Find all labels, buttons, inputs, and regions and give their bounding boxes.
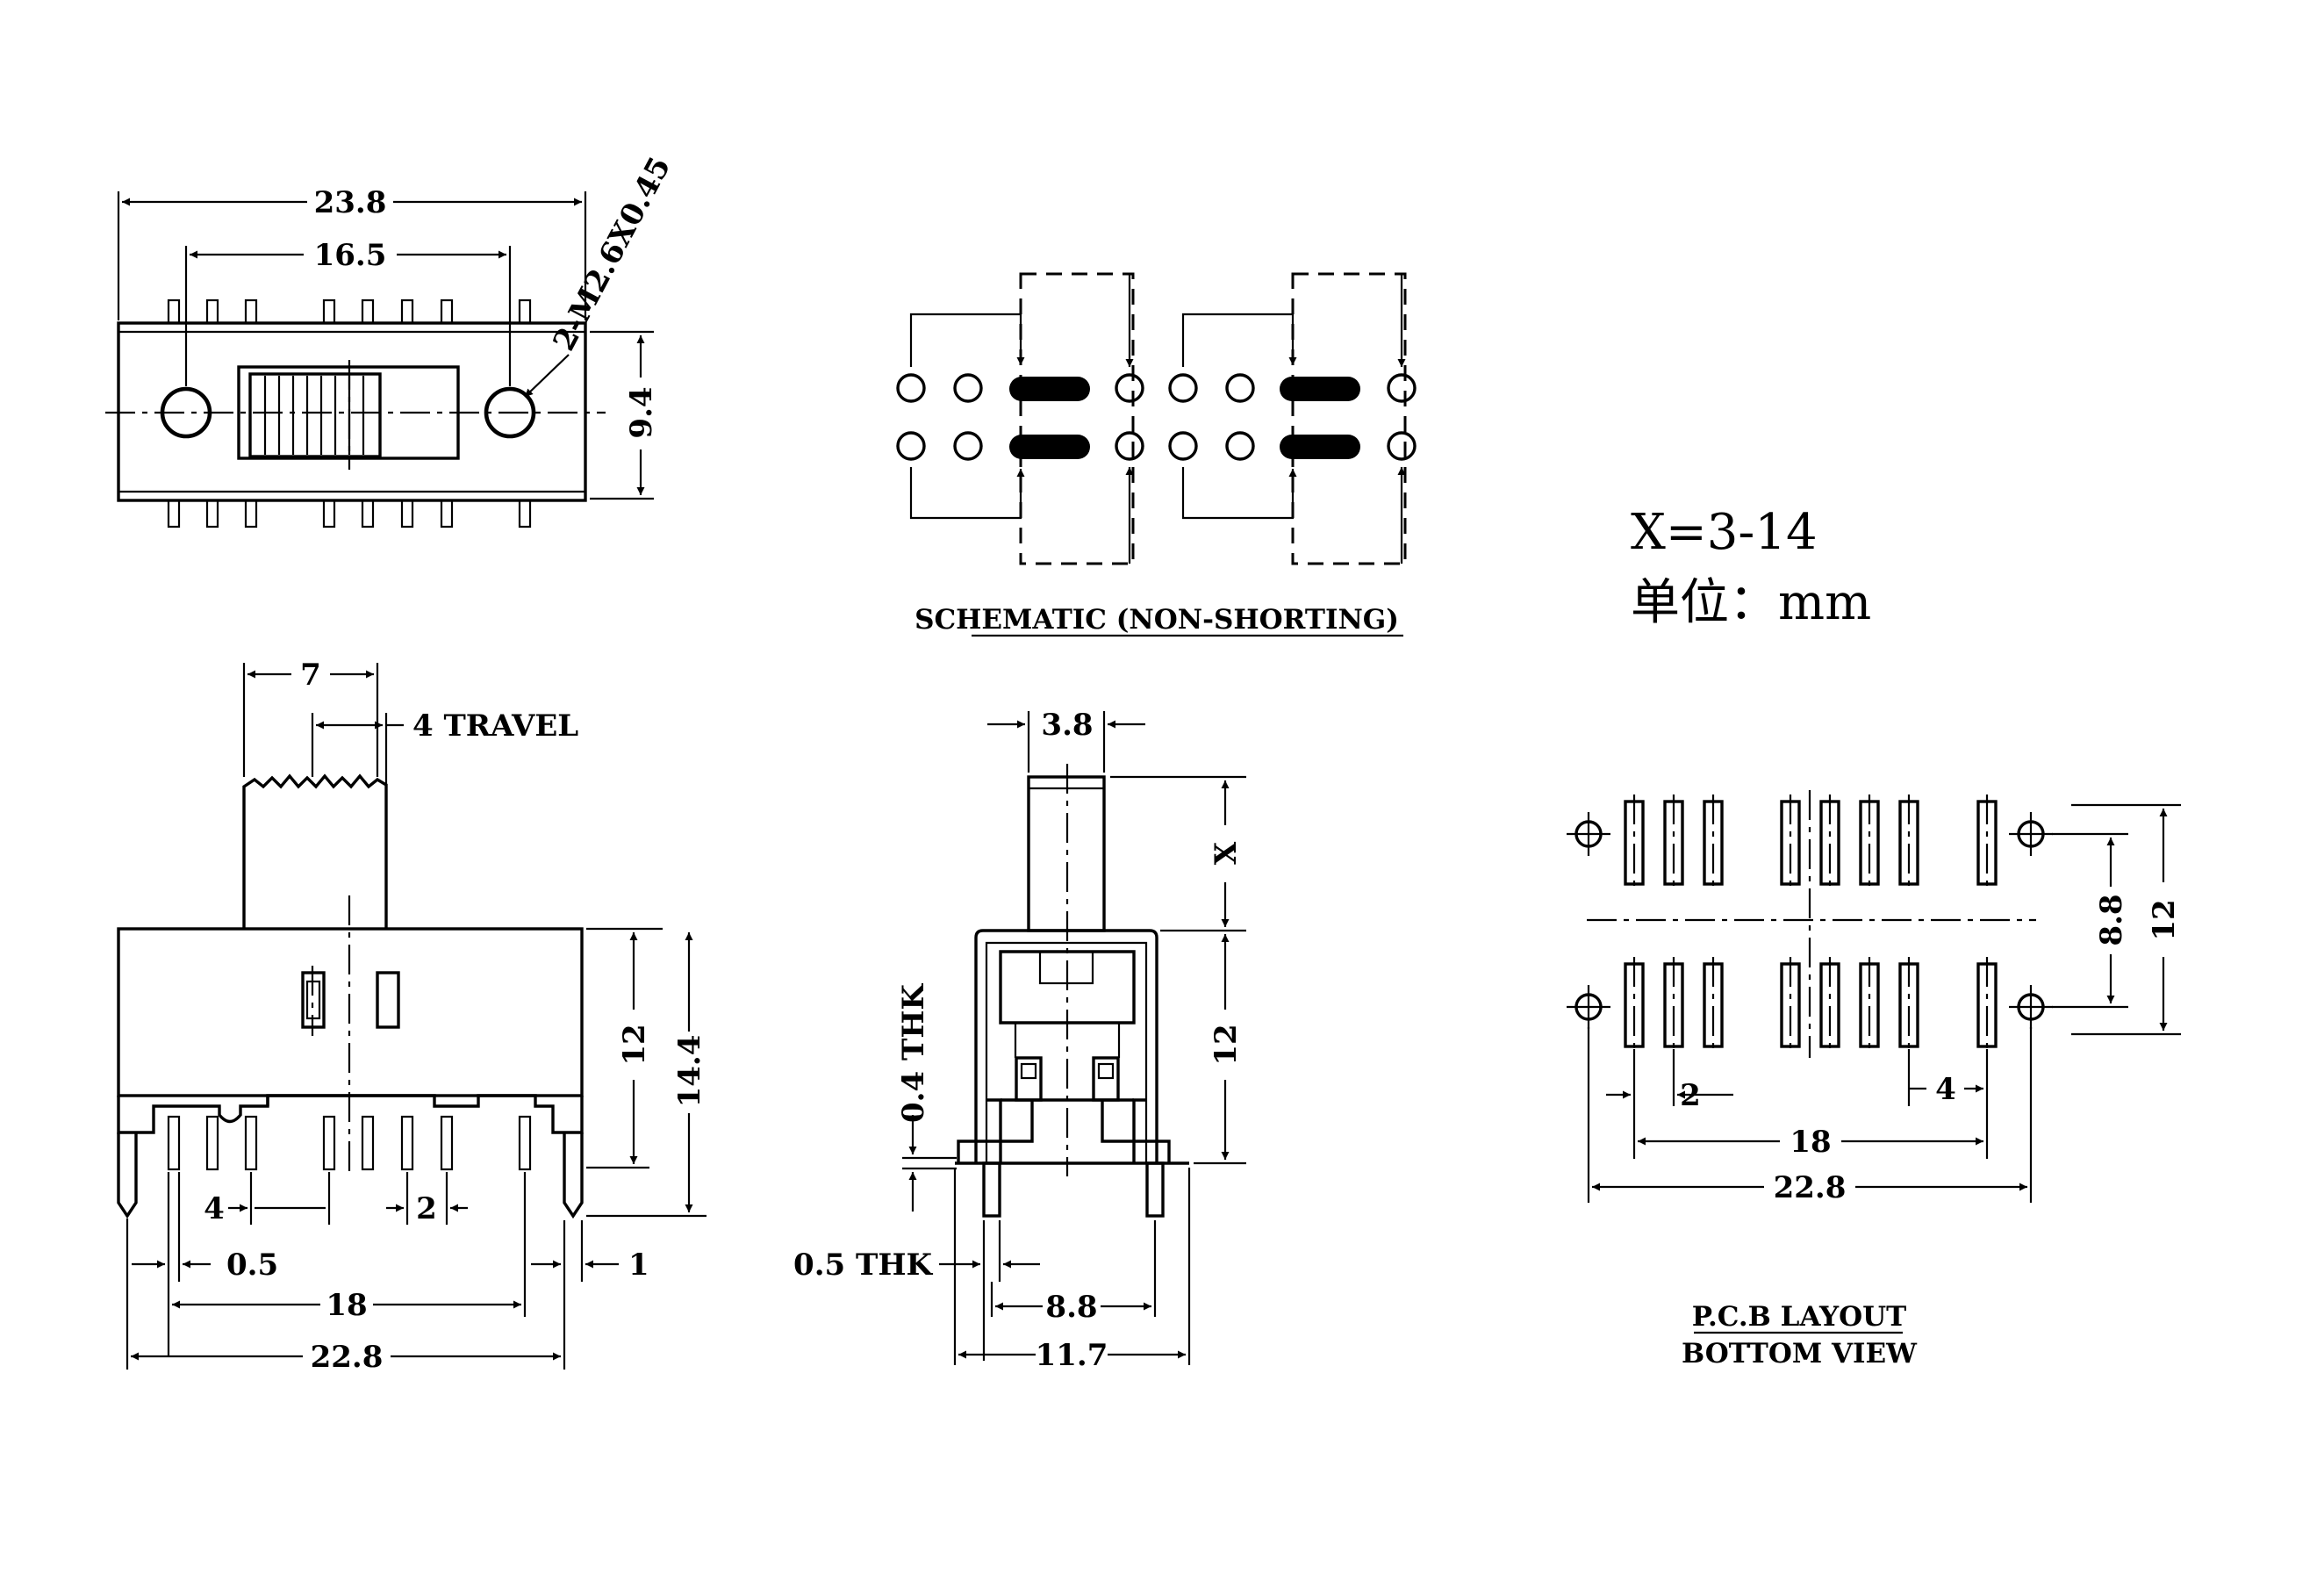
side-view: 3.8 X 12 0.4 THK 0.5 THK 8.8 11 xyxy=(793,708,1246,1373)
dim-9-4-label: 9.4 xyxy=(624,386,659,438)
bottom-pins xyxy=(167,499,532,528)
dim-pitch-4-label: 4 xyxy=(204,1191,225,1226)
dim-pcb-22-8-label: 22.8 xyxy=(1774,1170,1847,1205)
dim-7-label: 7 xyxy=(300,658,321,693)
pcb-title-line1: P.C.B LAYOUT xyxy=(1692,1301,1906,1333)
dim-side-12-label: 12 xyxy=(1209,1024,1244,1065)
pcb-title-line2: BOTTOM VIEW xyxy=(1682,1338,1918,1370)
top-pins xyxy=(167,298,532,325)
top-view: 23.8 16.5 2-M2.6X0.45 9.4 xyxy=(105,151,678,528)
dim-pcb-8-8-label: 8.8 xyxy=(2094,894,2129,945)
dim-pcb-12-label: 12 xyxy=(2147,899,2182,940)
dim-pcb-pitch-4-label: 4 xyxy=(1935,1072,1956,1107)
dim-23-8-label: 23.8 xyxy=(314,185,387,220)
pcb-mount-holes xyxy=(1567,812,2053,1029)
dim-11-7-label: 11.7 xyxy=(1036,1338,1108,1373)
notes: X=3-14 单位：mm xyxy=(1631,504,1871,631)
dim-22-8-label: 22.8 xyxy=(311,1340,384,1375)
x-range-note: X=3-14 xyxy=(1631,504,1818,561)
dim-1-label: 1 xyxy=(628,1247,649,1283)
pcb-slot-centerlines xyxy=(1632,794,1989,1053)
dim-0-4-thk-label: 0.4 THK xyxy=(896,983,931,1123)
dim-pcb-18-label: 18 xyxy=(1790,1125,1831,1160)
dim-0-5-label: 0.5 xyxy=(226,1247,278,1283)
schematic-title: SCHEMATIC (NON-SHORTING) xyxy=(915,604,1399,636)
dim-0-5-thk-label: 0.5 THK xyxy=(793,1247,933,1283)
dim-3-8-label: 3.8 xyxy=(1041,708,1093,743)
pcb-layout: 8.8 12 2 4 18 22.8 P.C.B LAYOUT BOTTOM V… xyxy=(1567,790,2182,1370)
dim-18-label: 18 xyxy=(326,1288,367,1323)
dim-pcb-pitch-2-label: 2 xyxy=(1680,1078,1701,1113)
dim-8-8-label: 8.8 xyxy=(1045,1290,1097,1325)
front-pins xyxy=(167,1115,532,1171)
dim-pitch-2-label: 2 xyxy=(416,1191,437,1226)
schematic: SCHEMATIC (NON-SHORTING) xyxy=(896,272,1417,637)
dim-hole-spec-label: 2-M2.6X0.45 xyxy=(547,151,678,356)
dim-x-label: X xyxy=(1209,841,1244,865)
dim-travel-label: 4 TRAVEL xyxy=(412,708,578,744)
dim-12-label: 12 xyxy=(617,1024,652,1065)
unit-note: 单位：mm xyxy=(1631,574,1871,631)
dim-14-4-label: 14.4 xyxy=(672,1035,707,1108)
front-view: 7 4 TRAVEL 12 14.4 4 2 0.5 xyxy=(117,658,707,1375)
dim-16-5-label: 16.5 xyxy=(314,238,387,273)
